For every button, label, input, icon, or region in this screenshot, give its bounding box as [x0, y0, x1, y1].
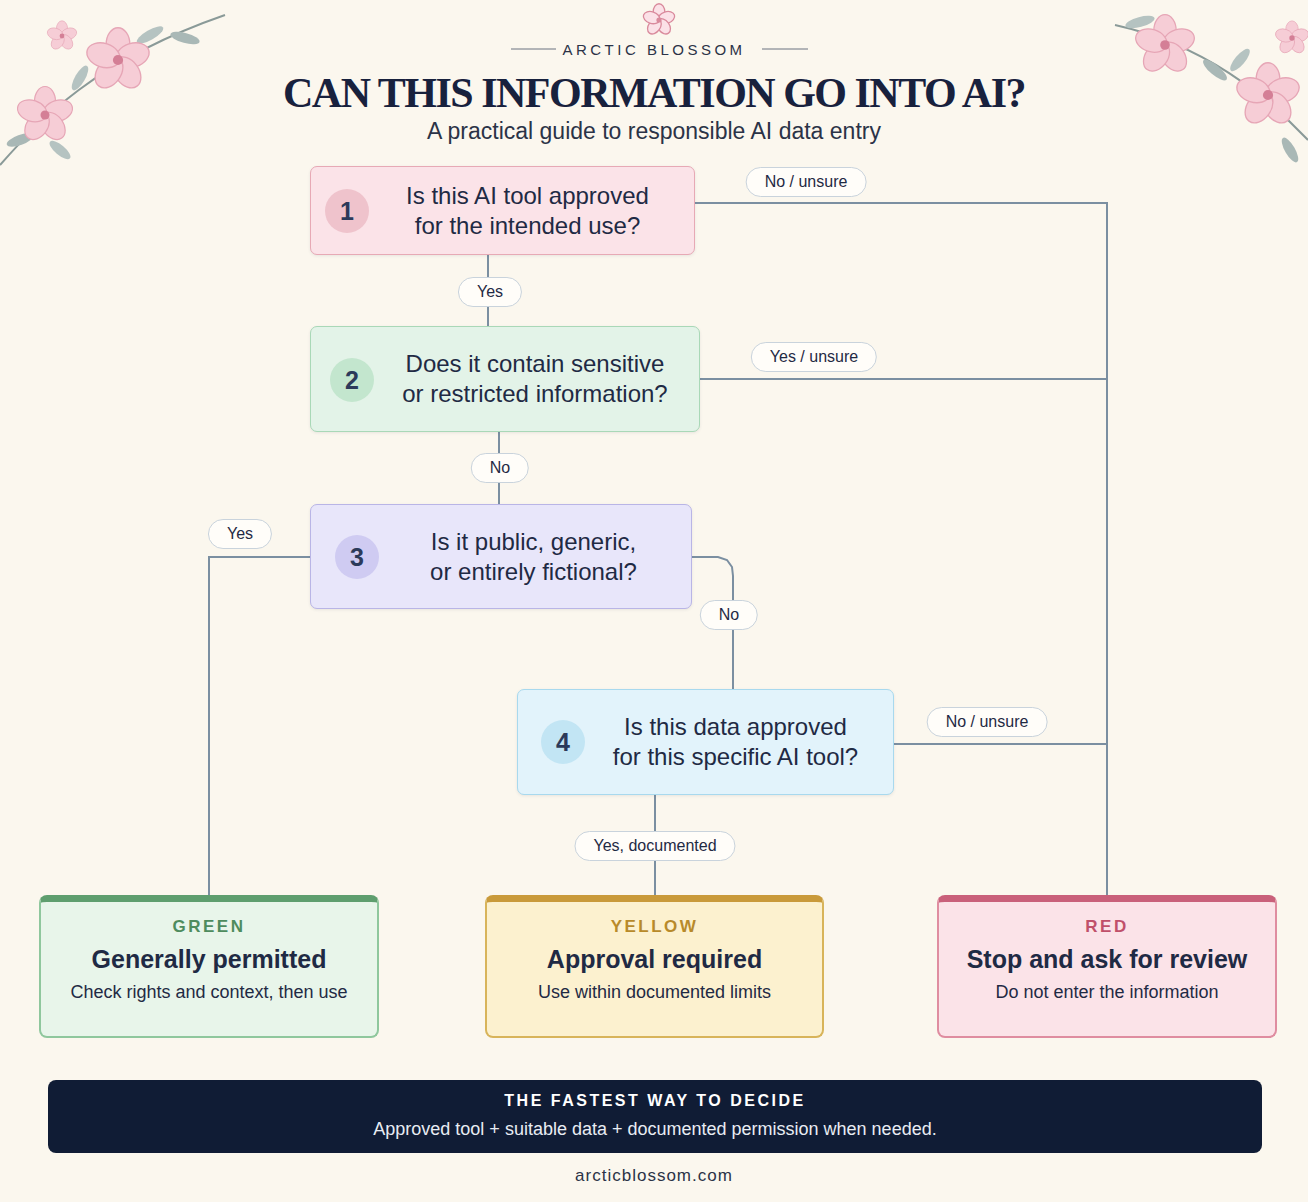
question-text: Is this AI tool approved for the intende… — [400, 181, 655, 241]
step-number-text: 3 — [334, 534, 380, 580]
logo-flower — [642, 4, 677, 37]
step-number-text: 4 — [540, 719, 586, 765]
decision-box: Is this data approved for this specific … — [517, 689, 894, 795]
leaf — [1279, 135, 1302, 164]
blossom — [1274, 21, 1308, 56]
edge-label: No / unsure — [927, 707, 1048, 737]
decision-box: Is it public, generic, or entirely ficti… — [310, 504, 692, 609]
decision-box: Is this AI tool approved for the intende… — [310, 166, 695, 255]
number-circle — [325, 189, 369, 233]
decision-box: Does it contain sensitive or restricted … — [310, 326, 700, 432]
step-number-text: 1 — [324, 188, 370, 234]
text-area: Is this data approved for this specific … — [588, 690, 883, 794]
brand-name: ARCTIC BLOSSOM — [0, 39, 1308, 61]
branch — [0, 15, 225, 165]
step-number: 2 — [329, 357, 375, 403]
title: CAN THIS INFORMATION GO INTO AI? — [0, 67, 1308, 119]
edge-label: No — [471, 453, 529, 483]
number-circle — [335, 535, 379, 579]
blossom — [1234, 63, 1303, 128]
leaf — [1200, 57, 1229, 84]
blossom — [1133, 15, 1198, 77]
summary-text: Approved tool + suitable data + document… — [48, 1118, 1262, 1140]
connector — [894, 744, 1107, 895]
step-number: 3 — [334, 534, 380, 580]
outcome-note: Use within documented limits — [487, 980, 822, 1004]
connector — [209, 557, 310, 895]
leaf — [47, 138, 73, 162]
leaf — [69, 63, 92, 92]
edge-label: Yes / unsure — [751, 342, 877, 372]
edge-label: Yes — [208, 519, 272, 549]
blossom — [46, 21, 78, 52]
outcome-label: YELLOW — [487, 916, 822, 938]
summary-heading: THE FASTEST WAY TO DECIDE — [48, 1090, 1262, 1112]
outcome-note: Check rights and context, then use — [41, 980, 377, 1004]
question-text: Is this data approved for this specific … — [610, 712, 861, 772]
step-number: 4 — [540, 719, 586, 765]
number-circle — [541, 720, 585, 764]
rule — [762, 49, 808, 50]
text-area: Is it public, generic, or entirely ficti… — [386, 505, 681, 608]
outcome-note: Do not enter the information — [939, 980, 1275, 1004]
outcome-title: Generally permitted — [41, 943, 377, 975]
subtitle: A practical guide to responsible AI data… — [0, 117, 1308, 145]
outcome-title: Stop and ask for review — [939, 943, 1275, 975]
step-number-text: 2 — [329, 357, 375, 403]
edge-label: No — [700, 600, 758, 630]
step-number: 1 — [324, 188, 370, 234]
outcome-label: GREEN — [41, 916, 377, 938]
text-area: Does it contain sensitive or restricted … — [381, 327, 689, 431]
text-area: Is this AI tool approved for the intende… — [371, 167, 684, 254]
question-text: Is it public, generic, or entirely ficti… — [426, 527, 641, 587]
leaf — [1124, 13, 1156, 30]
edge-label: Yes — [458, 277, 522, 307]
outcome-box: RED Stop and ask for review Do not enter t… — [937, 895, 1277, 1038]
leaf — [169, 29, 201, 46]
outcome-title: Approval required — [487, 943, 822, 975]
rule — [511, 49, 556, 50]
question-text: Does it contain sensitive or restricted … — [399, 349, 671, 409]
leaf — [1227, 46, 1253, 74]
edge-label: No / unsure — [746, 167, 867, 197]
blossom — [84, 28, 153, 93]
blossom — [15, 87, 76, 145]
outcome-box: GREEN Generally permittedCheck rights and… — [39, 895, 379, 1038]
summary-band: THE FASTEST WAY TO DECIDE Approved tool +… — [48, 1080, 1262, 1153]
connector — [700, 379, 1107, 895]
outcome-box: YELLOW Approval requiredUse within docume… — [485, 895, 824, 1038]
number-circle — [330, 358, 374, 402]
edge-label: Yes, documented — [574, 831, 735, 861]
footer-url: arcticblossom.com — [0, 1165, 1308, 1187]
outcome-label: RED — [939, 916, 1275, 938]
